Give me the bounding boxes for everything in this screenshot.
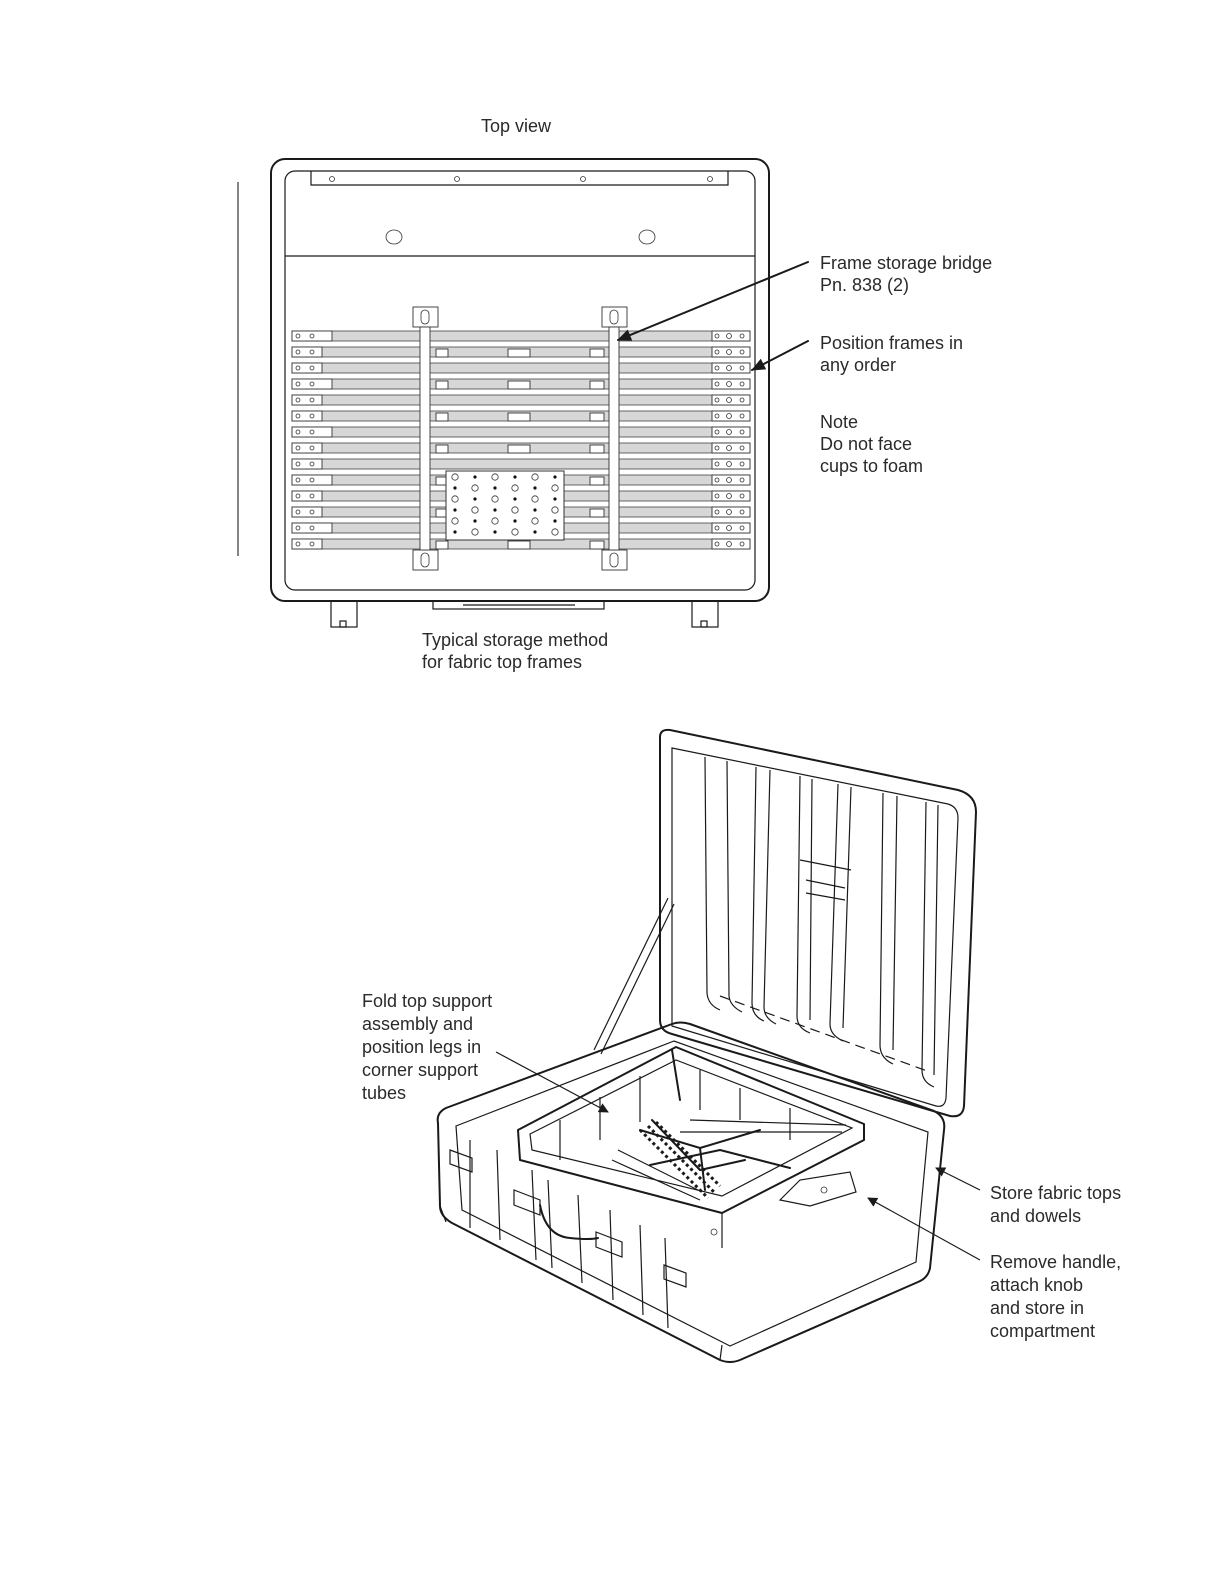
open-case-illustration	[438, 730, 976, 1362]
store-fabric-arrow	[936, 1168, 980, 1190]
typical-storage-label: Typical storage method for fabric top fr…	[422, 629, 608, 673]
typical-storage-line1: Typical storage method	[422, 629, 608, 651]
frame-bridge-line1: Frame storage bridge	[820, 252, 992, 274]
remove-handle-line4: compartment	[990, 1320, 1121, 1343]
remove-handle-line3: and store in	[990, 1297, 1121, 1320]
fold-top-line4: corner support	[362, 1059, 492, 1082]
store-fabric-line2: and dowels	[990, 1205, 1121, 1228]
fold-top-line3: position legs in	[362, 1036, 492, 1059]
frame-rail	[292, 459, 750, 469]
store-fabric-label: Store fabric tops and dowels	[990, 1182, 1121, 1228]
fold-top-line5: tubes	[362, 1082, 492, 1105]
frame-bridge-label: Frame storage bridge Pn. 838 (2)	[820, 252, 992, 296]
fold-top-label: Fold top support assembly and position l…	[362, 990, 492, 1105]
note-line3: cups to foam	[820, 455, 923, 477]
frame-bridge-arrow	[618, 262, 808, 340]
note-line1: Note	[820, 411, 923, 433]
fold-top-line1: Fold top support	[362, 990, 492, 1013]
frame-rail	[292, 395, 750, 405]
top-view-label: Top view	[481, 115, 551, 137]
position-frames-line1: Position frames in	[820, 332, 963, 354]
store-fabric-line1: Store fabric tops	[990, 1182, 1121, 1205]
frame-rail	[292, 427, 750, 437]
fold-top-leader	[496, 1052, 608, 1112]
remove-handle-arrow	[868, 1198, 980, 1260]
frame-rail	[292, 331, 750, 341]
top-view-text: Top view	[481, 115, 551, 137]
fold-top-line2: assembly and	[362, 1013, 492, 1036]
frame-rail	[292, 363, 750, 373]
note-label: Note Do not face cups to foam	[820, 411, 923, 477]
position-frames-label: Position frames in any order	[820, 332, 963, 376]
position-frames-line2: any order	[820, 354, 963, 376]
frame-bridge-line2: Pn. 838 (2)	[820, 274, 992, 296]
typical-storage-line2: for fabric top frames	[422, 651, 608, 673]
note-line2: Do not face	[820, 433, 923, 455]
center-plate	[446, 471, 564, 540]
top-view-case	[271, 159, 769, 627]
position-frames-arrow	[752, 341, 808, 370]
remove-handle-label: Remove handle, attach knob and store in …	[990, 1251, 1121, 1343]
remove-handle-line1: Remove handle,	[990, 1251, 1121, 1274]
remove-handle-line2: attach knob	[990, 1274, 1121, 1297]
